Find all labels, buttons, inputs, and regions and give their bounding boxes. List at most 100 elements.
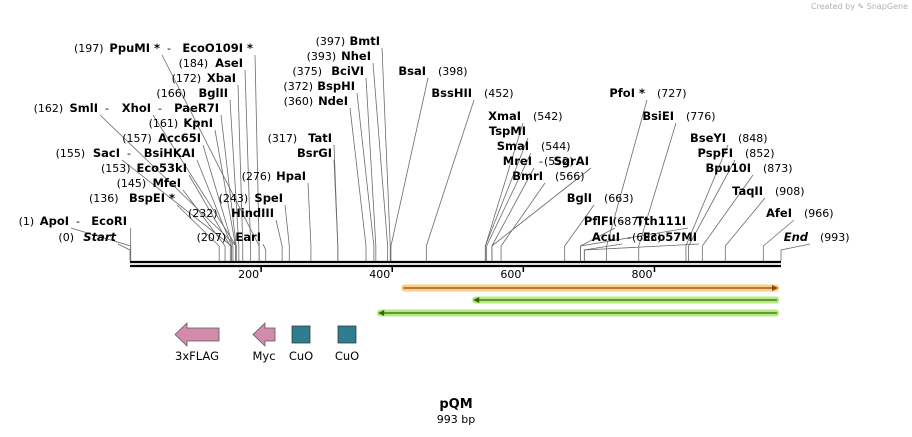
site-name-start[interactable]: Start xyxy=(83,230,116,244)
site-name-smai[interactable]: SmaI xyxy=(497,139,529,153)
site-position: (317) xyxy=(268,132,298,145)
site-name-apoi[interactable]: ApoI xyxy=(40,214,69,228)
feature-box-icon[interactable] xyxy=(291,325,311,344)
site-name-tth111i[interactable]: Tth111I xyxy=(636,214,686,228)
site-name-xhoi[interactable]: XhoI xyxy=(122,101,151,115)
site-separator: - xyxy=(539,155,543,168)
credit-prefix: Created by xyxy=(810,2,855,11)
site-name-sgrai[interactable]: SgrAI xyxy=(554,154,589,168)
site-leader-line xyxy=(275,219,283,261)
site-name-bmri[interactable]: BmrI xyxy=(512,169,543,183)
feature-box-icon[interactable] xyxy=(337,325,357,344)
primer-bars xyxy=(377,284,779,317)
site-leader-line xyxy=(196,159,233,261)
site-leader-line xyxy=(685,144,729,261)
site-name-pflfi[interactable]: PflFI xyxy=(584,214,613,228)
site-name-paer7i[interactable]: PaeR7I xyxy=(174,101,219,115)
site-name-smli[interactable]: SmlI xyxy=(70,101,99,115)
site-position: (375) xyxy=(292,65,322,78)
site-name-mfei[interactable]: MfeI xyxy=(152,176,181,190)
site-leader-lines xyxy=(70,47,811,261)
site-name-pfoi-[interactable]: PfoI * xyxy=(609,86,645,100)
site-name-bmti[interactable]: BmtI xyxy=(349,34,380,48)
site-position: (552) xyxy=(544,155,574,168)
site-leader-line xyxy=(491,167,592,261)
site-name-ppumi-[interactable]: PpuMI * xyxy=(109,41,160,55)
site-name-ecoo109i-[interactable]: EcoO109I * xyxy=(182,41,253,55)
site-name-hpai[interactable]: HpaI xyxy=(276,169,306,183)
site-position: (966) xyxy=(804,207,834,220)
site-position: (727) xyxy=(657,87,687,100)
site-name-ecori[interactable]: EcoRI xyxy=(91,214,127,228)
site-name-bspei-[interactable]: BspEI * xyxy=(129,191,175,205)
site-name-hindiii[interactable]: HindIII xyxy=(231,206,274,220)
site-leader-line xyxy=(202,144,234,261)
site-position: (153) xyxy=(101,162,131,175)
site-position: (776) xyxy=(686,110,716,123)
site-name-asei[interactable]: AseI xyxy=(215,56,243,70)
site-leader-line xyxy=(262,243,267,261)
site-separator: - xyxy=(620,215,624,228)
site-name-bgli[interactable]: BglI xyxy=(567,191,592,205)
site-position: (197) xyxy=(74,42,104,55)
site-name-bsiei[interactable]: BsiEI xyxy=(642,109,674,123)
site-name-acui[interactable]: AcuI xyxy=(592,230,620,244)
site-name-nhei[interactable]: NheI xyxy=(341,49,371,63)
site-name-taqii[interactable]: TaqII xyxy=(732,184,763,198)
site-leader-line xyxy=(579,227,689,261)
site-leader-line xyxy=(237,84,244,261)
site-position: (397) xyxy=(316,35,346,48)
site-leader-line xyxy=(214,129,236,261)
site-name-eari[interactable]: EarI xyxy=(235,230,261,244)
site-leader-line xyxy=(254,54,260,261)
site-position: (1) xyxy=(19,215,35,228)
site-leader-line xyxy=(244,69,252,261)
site-leader-line xyxy=(484,137,529,261)
site-name-bsai[interactable]: BsaI xyxy=(398,64,426,78)
site-position: (145) xyxy=(117,177,147,190)
site-name-tati[interactable]: TatI xyxy=(308,131,332,145)
site-name-kpni[interactable]: KpnI xyxy=(183,116,213,130)
site-name-ndei[interactable]: NdeI xyxy=(318,94,348,108)
site-name-bsshii[interactable]: BssHII xyxy=(431,86,472,100)
site-leader-line xyxy=(188,174,231,261)
site-name-bsphi[interactable]: BspHI xyxy=(317,79,355,93)
site-leader-line xyxy=(688,159,736,261)
map-title: pQM 993 bp xyxy=(0,397,912,426)
site-name-saci[interactable]: SacI xyxy=(93,146,120,160)
site-name-bsrgi[interactable]: BsrGI xyxy=(297,146,332,160)
site-name-spei[interactable]: SpeI xyxy=(254,191,283,205)
feature-arrow-icon[interactable] xyxy=(174,322,220,347)
site-name-eco57mi[interactable]: Eco57MI xyxy=(643,230,697,244)
site-name-xmai[interactable]: XmaI xyxy=(488,109,521,123)
site-separator: - xyxy=(105,102,109,115)
primer-arrowhead-icon xyxy=(378,310,385,316)
feature-arrow-icon[interactable] xyxy=(252,322,276,347)
site-position: (184) xyxy=(179,57,209,70)
site-name-bglii[interactable]: BglII xyxy=(199,86,229,100)
dna-backbone xyxy=(130,260,781,268)
site-name-bpu10i[interactable]: Bpu10I xyxy=(706,161,751,175)
site-name-xbai[interactable]: XbaI xyxy=(207,71,236,85)
site-leader-line xyxy=(220,114,237,261)
site-leader-line xyxy=(284,204,290,261)
site-name-mrei[interactable]: MreI xyxy=(503,154,532,168)
site-position: (993) xyxy=(820,231,850,244)
site-leader-line xyxy=(356,92,375,261)
site-name-bseyi[interactable]: BseYI xyxy=(690,131,726,145)
site-name-acc65i[interactable]: Acc65I xyxy=(158,131,201,145)
site-leader-line xyxy=(564,204,595,261)
site-name-bsihkai[interactable]: BsiHKAI xyxy=(144,146,195,160)
site-leader-line xyxy=(333,159,339,261)
site-name-tspmi[interactable]: TspMI xyxy=(489,124,526,138)
site-position: (693) xyxy=(632,231,662,244)
site-name-bcivi[interactable]: BciVI xyxy=(331,64,364,78)
site-name-afei[interactable]: AfeI xyxy=(766,206,792,220)
feature-label: Myc xyxy=(252,349,275,363)
site-position: (0) xyxy=(58,231,74,244)
site-name-eco53ki[interactable]: Eco53kI xyxy=(136,161,187,175)
site-name-end[interactable]: End xyxy=(784,230,809,244)
site-name-pspfi[interactable]: PspFI xyxy=(698,146,733,160)
site-leader-line xyxy=(583,243,700,261)
